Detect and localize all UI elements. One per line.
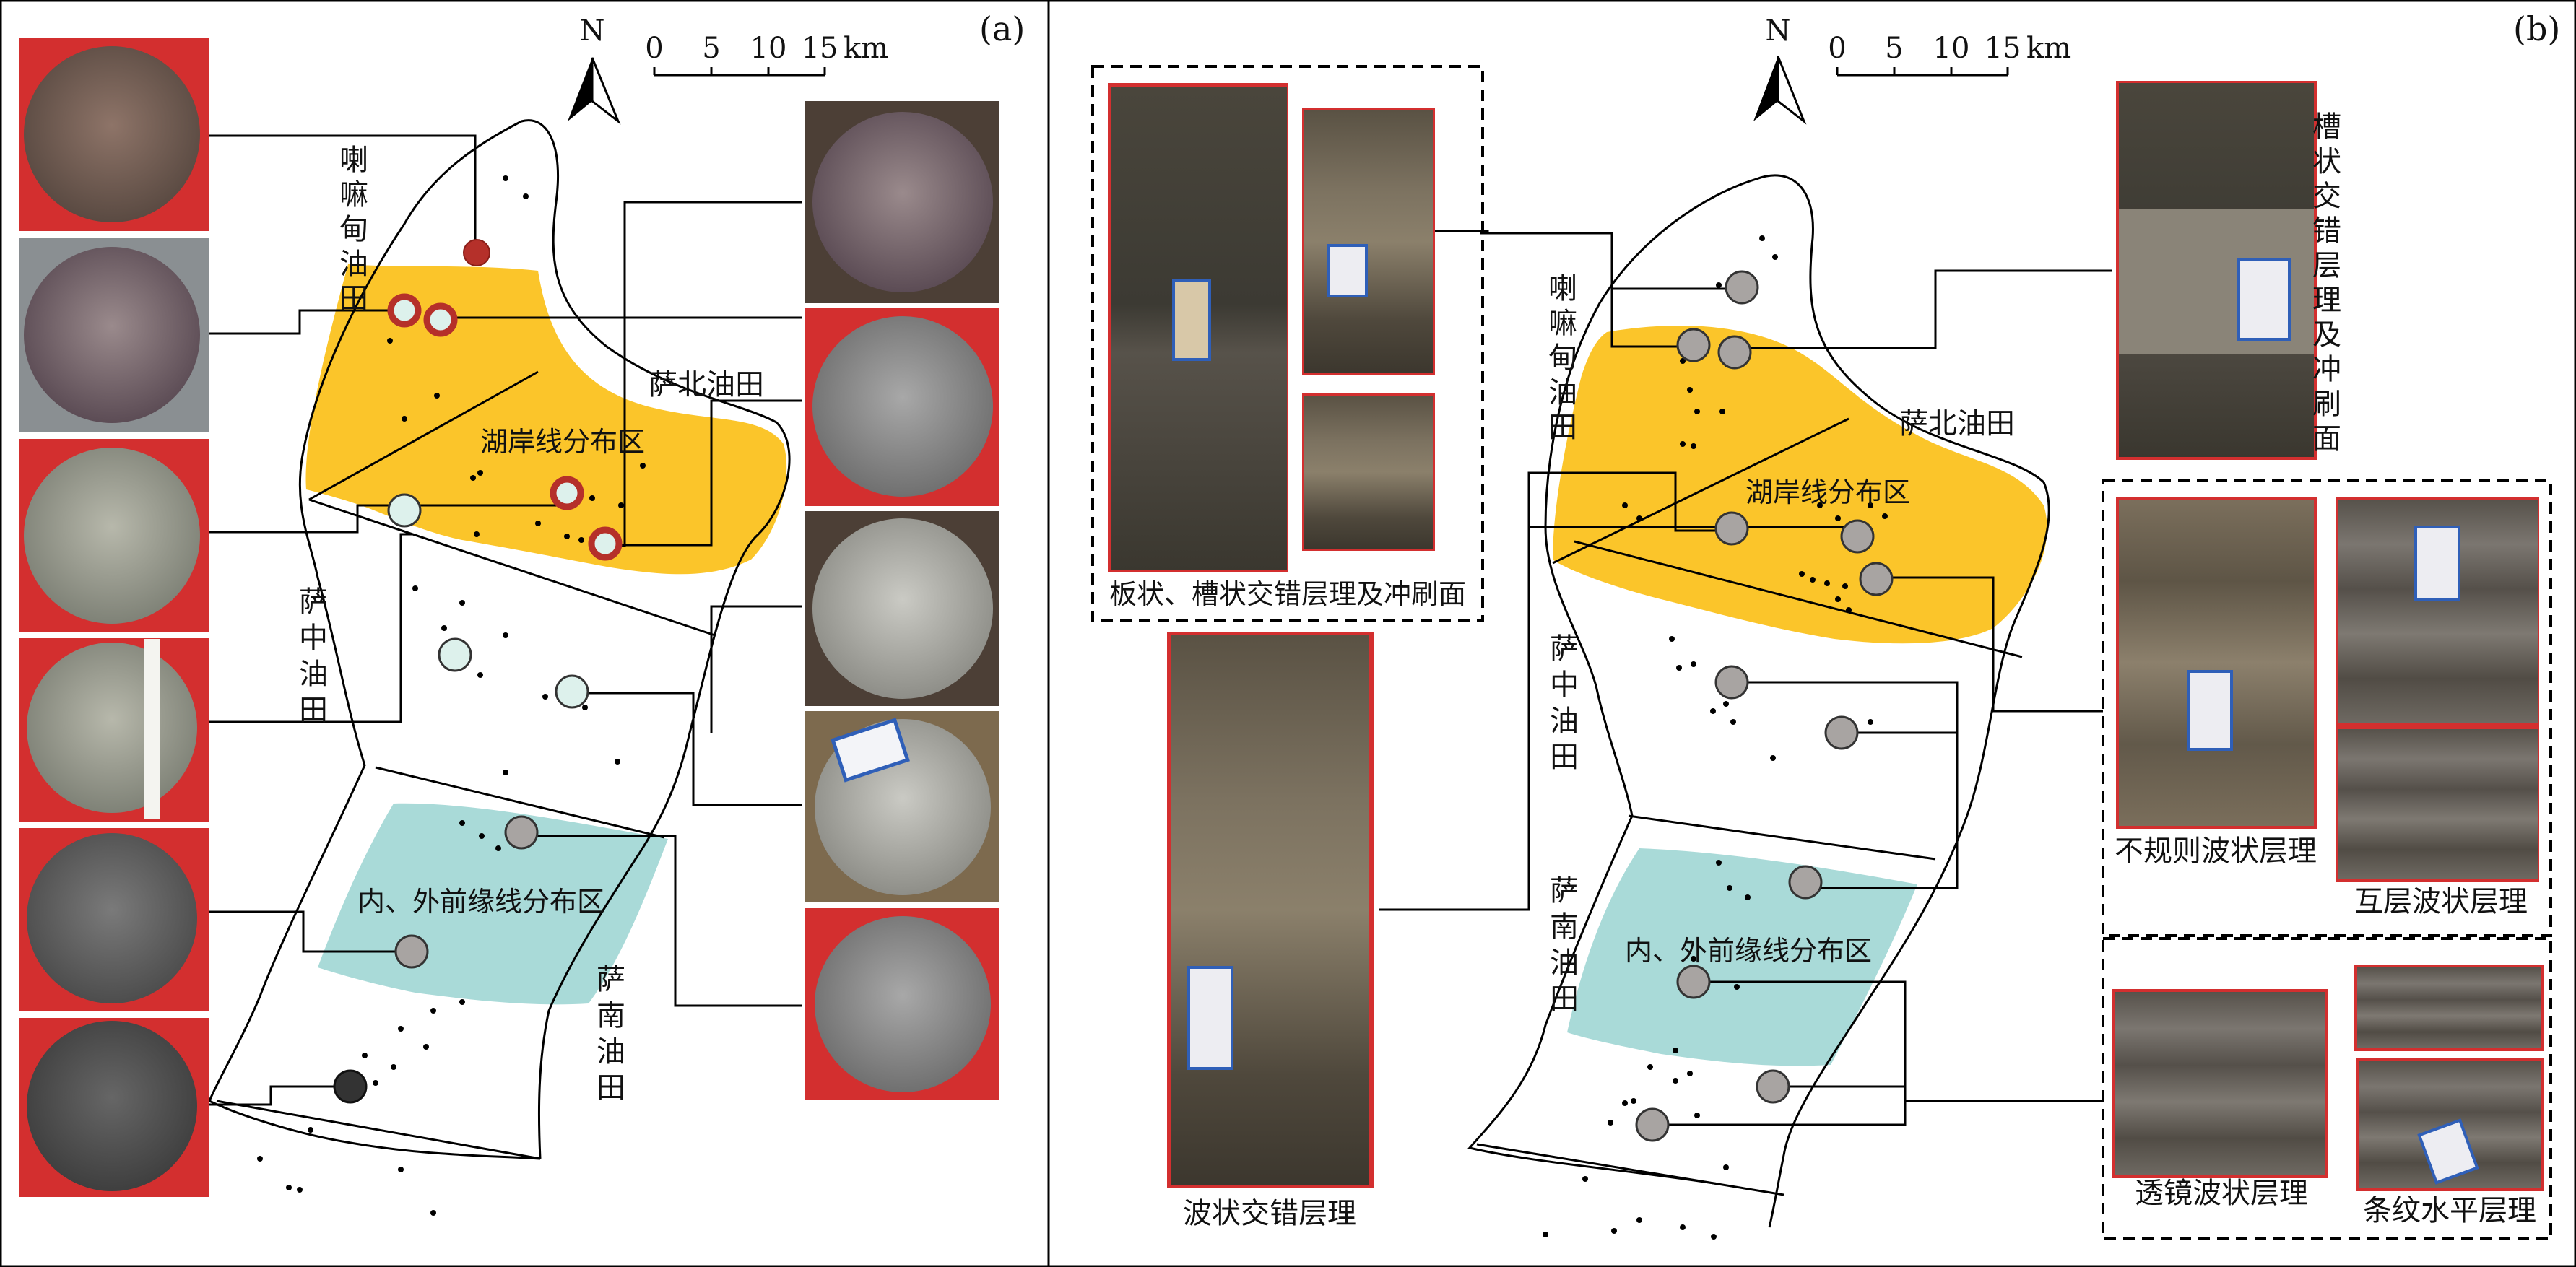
label-labamiao-b: 喇嘛甸油田 — [1543, 273, 1577, 446]
marker-gray — [1859, 562, 1894, 596]
scale-tick-15-b: 15 — [1985, 32, 2021, 65]
north-label-b: N — [1766, 14, 1791, 48]
caption-stripe-horizontal: 条纹水平层理 — [2363, 1194, 2536, 1227]
caption-irregular-wavy: 不规则波状层理 — [2115, 835, 2317, 868]
label-front-zone-a: 内、外前缘线分布区 — [357, 886, 604, 918]
markers-a — [333, 239, 623, 1104]
well-dots-b — [1543, 235, 1888, 1240]
core-photos-a-right — [805, 101, 999, 1100]
marker-red-solid — [463, 239, 490, 266]
caption-lens-wavy: 透镜波状层理 — [2135, 1177, 2308, 1210]
label-sabei-b: 萨北油田 — [1899, 407, 2015, 440]
label-lakeshore-zone-a: 湖岸线分布区 — [480, 426, 645, 458]
label-front-zone-b: 内、外前缘线分布区 — [1625, 935, 1872, 967]
panel-tag-b: (b) — [2513, 9, 2560, 48]
scale-tick-0-b: 0 — [1828, 32, 1846, 65]
core-photos-b-box3: 透镜波状层理 条纹水平层理 — [2112, 965, 2544, 1227]
scale-tick-10-b: 10 — [1933, 32, 1970, 65]
label-labamiao-a: 喇嘛甸油田 — [334, 144, 368, 318]
caption-interbed-wavy: 互层波状层理 — [2354, 885, 2528, 918]
division-line-b2 — [1574, 540, 2023, 658]
scale-unit-b: km — [2026, 32, 2071, 65]
marker-gray — [394, 934, 429, 969]
marker-red-ring — [387, 293, 422, 328]
field-boundary-a — [208, 119, 791, 1160]
label-sazhong-a: 萨中油田 — [294, 586, 327, 731]
field-boundary-b — [1467, 174, 2050, 1228]
marker-gray — [1714, 511, 1749, 546]
division-line-a3 — [375, 766, 665, 839]
marker-red-ring — [588, 526, 623, 561]
division-line-b1 — [1552, 417, 1849, 565]
marker-gray — [1676, 965, 1711, 999]
marker-red-ring — [550, 476, 584, 510]
marker-mint — [387, 493, 422, 528]
division-line-b3 — [1628, 814, 1936, 861]
panel-a: N 0 5 10 15 km (a) 喇嘛甸油田 萨北油田 湖岸线分布区 萨中油… — [19, 9, 1025, 1216]
marker-gray — [1840, 519, 1875, 554]
scale-bar-a: 0 5 10 15 km — [645, 32, 888, 77]
core-photo-wavy-cross: 波状交错层理 — [1167, 632, 1374, 1230]
marker-gray — [504, 815, 539, 850]
core-photos-b-box1: 板状、槽状交错层理及冲刷面 — [1108, 83, 1466, 610]
north-label-a: N — [580, 14, 605, 48]
scale-bar-b: 0 5 10 15 km — [1828, 32, 2071, 77]
label-sabei-a: 萨北油田 — [649, 368, 764, 401]
north-arrow-b: N — [1753, 14, 1807, 125]
marker-gray — [1824, 715, 1859, 750]
markers-b — [1635, 270, 1894, 1142]
core-photos-b-box2: 不规则波状层理 互层波状层理 — [2115, 497, 2539, 918]
panel-b: 板状、槽状交错层理及冲刷面 波状交错层理 槽状交错层理及冲刷面 不规则波 — [1091, 9, 2560, 1240]
division-line-b4 — [1476, 1143, 1784, 1196]
lakeshore-zone-b — [1553, 326, 2047, 644]
front-zone-b — [1567, 848, 1917, 1066]
scale-tick-5-b: 5 — [1885, 32, 1903, 65]
label-sanan-a: 萨南油田 — [591, 964, 625, 1108]
label-sanan-b: 萨南油田 — [1545, 875, 1578, 1019]
division-line-a4 — [216, 1100, 541, 1160]
scale-tick-15-a: 15 — [802, 32, 838, 65]
core-photos-a-left — [19, 38, 209, 1197]
marker-gray — [1635, 1107, 1670, 1142]
label-sazhong-b: 萨中油田 — [1545, 633, 1578, 778]
marker-gray — [1714, 665, 1749, 700]
division-line-a2 — [308, 498, 716, 637]
caption-plate-trough: 板状、槽状交错层理及冲刷面 — [1109, 578, 1466, 610]
marker-red-ring — [423, 302, 458, 337]
scale-tick-0-a: 0 — [645, 32, 663, 65]
caption-trough-scour: 槽状交错层理及冲刷面 — [2307, 111, 2341, 458]
dashed-boxes-b — [1091, 65, 2552, 1240]
marker-gray — [1676, 328, 1711, 362]
north-arrow-a: N — [568, 14, 621, 125]
label-lakeshore-zone-b: 湖岸线分布区 — [1745, 476, 1910, 508]
division-line-a1 — [308, 370, 539, 501]
marker-mint — [555, 674, 589, 709]
scale-tick-10-a: 10 — [750, 32, 787, 65]
core-photo-trough-scour: 槽状交错层理及冲刷面 — [2116, 81, 2341, 460]
marker-gray — [1756, 1069, 1790, 1104]
scale-tick-5-a: 5 — [702, 32, 720, 65]
marker-gray — [1788, 865, 1823, 900]
scale-unit-a: km — [844, 32, 888, 65]
caption-wavy-cross: 波状交错层理 — [1183, 1197, 1356, 1230]
panel-tag-a: (a) — [979, 9, 1025, 48]
marker-gray — [1725, 270, 1759, 305]
lakeshore-zone-a — [305, 264, 787, 575]
marker-dark — [333, 1069, 368, 1104]
marker-gray — [1717, 335, 1752, 370]
marker-mint — [438, 637, 472, 672]
